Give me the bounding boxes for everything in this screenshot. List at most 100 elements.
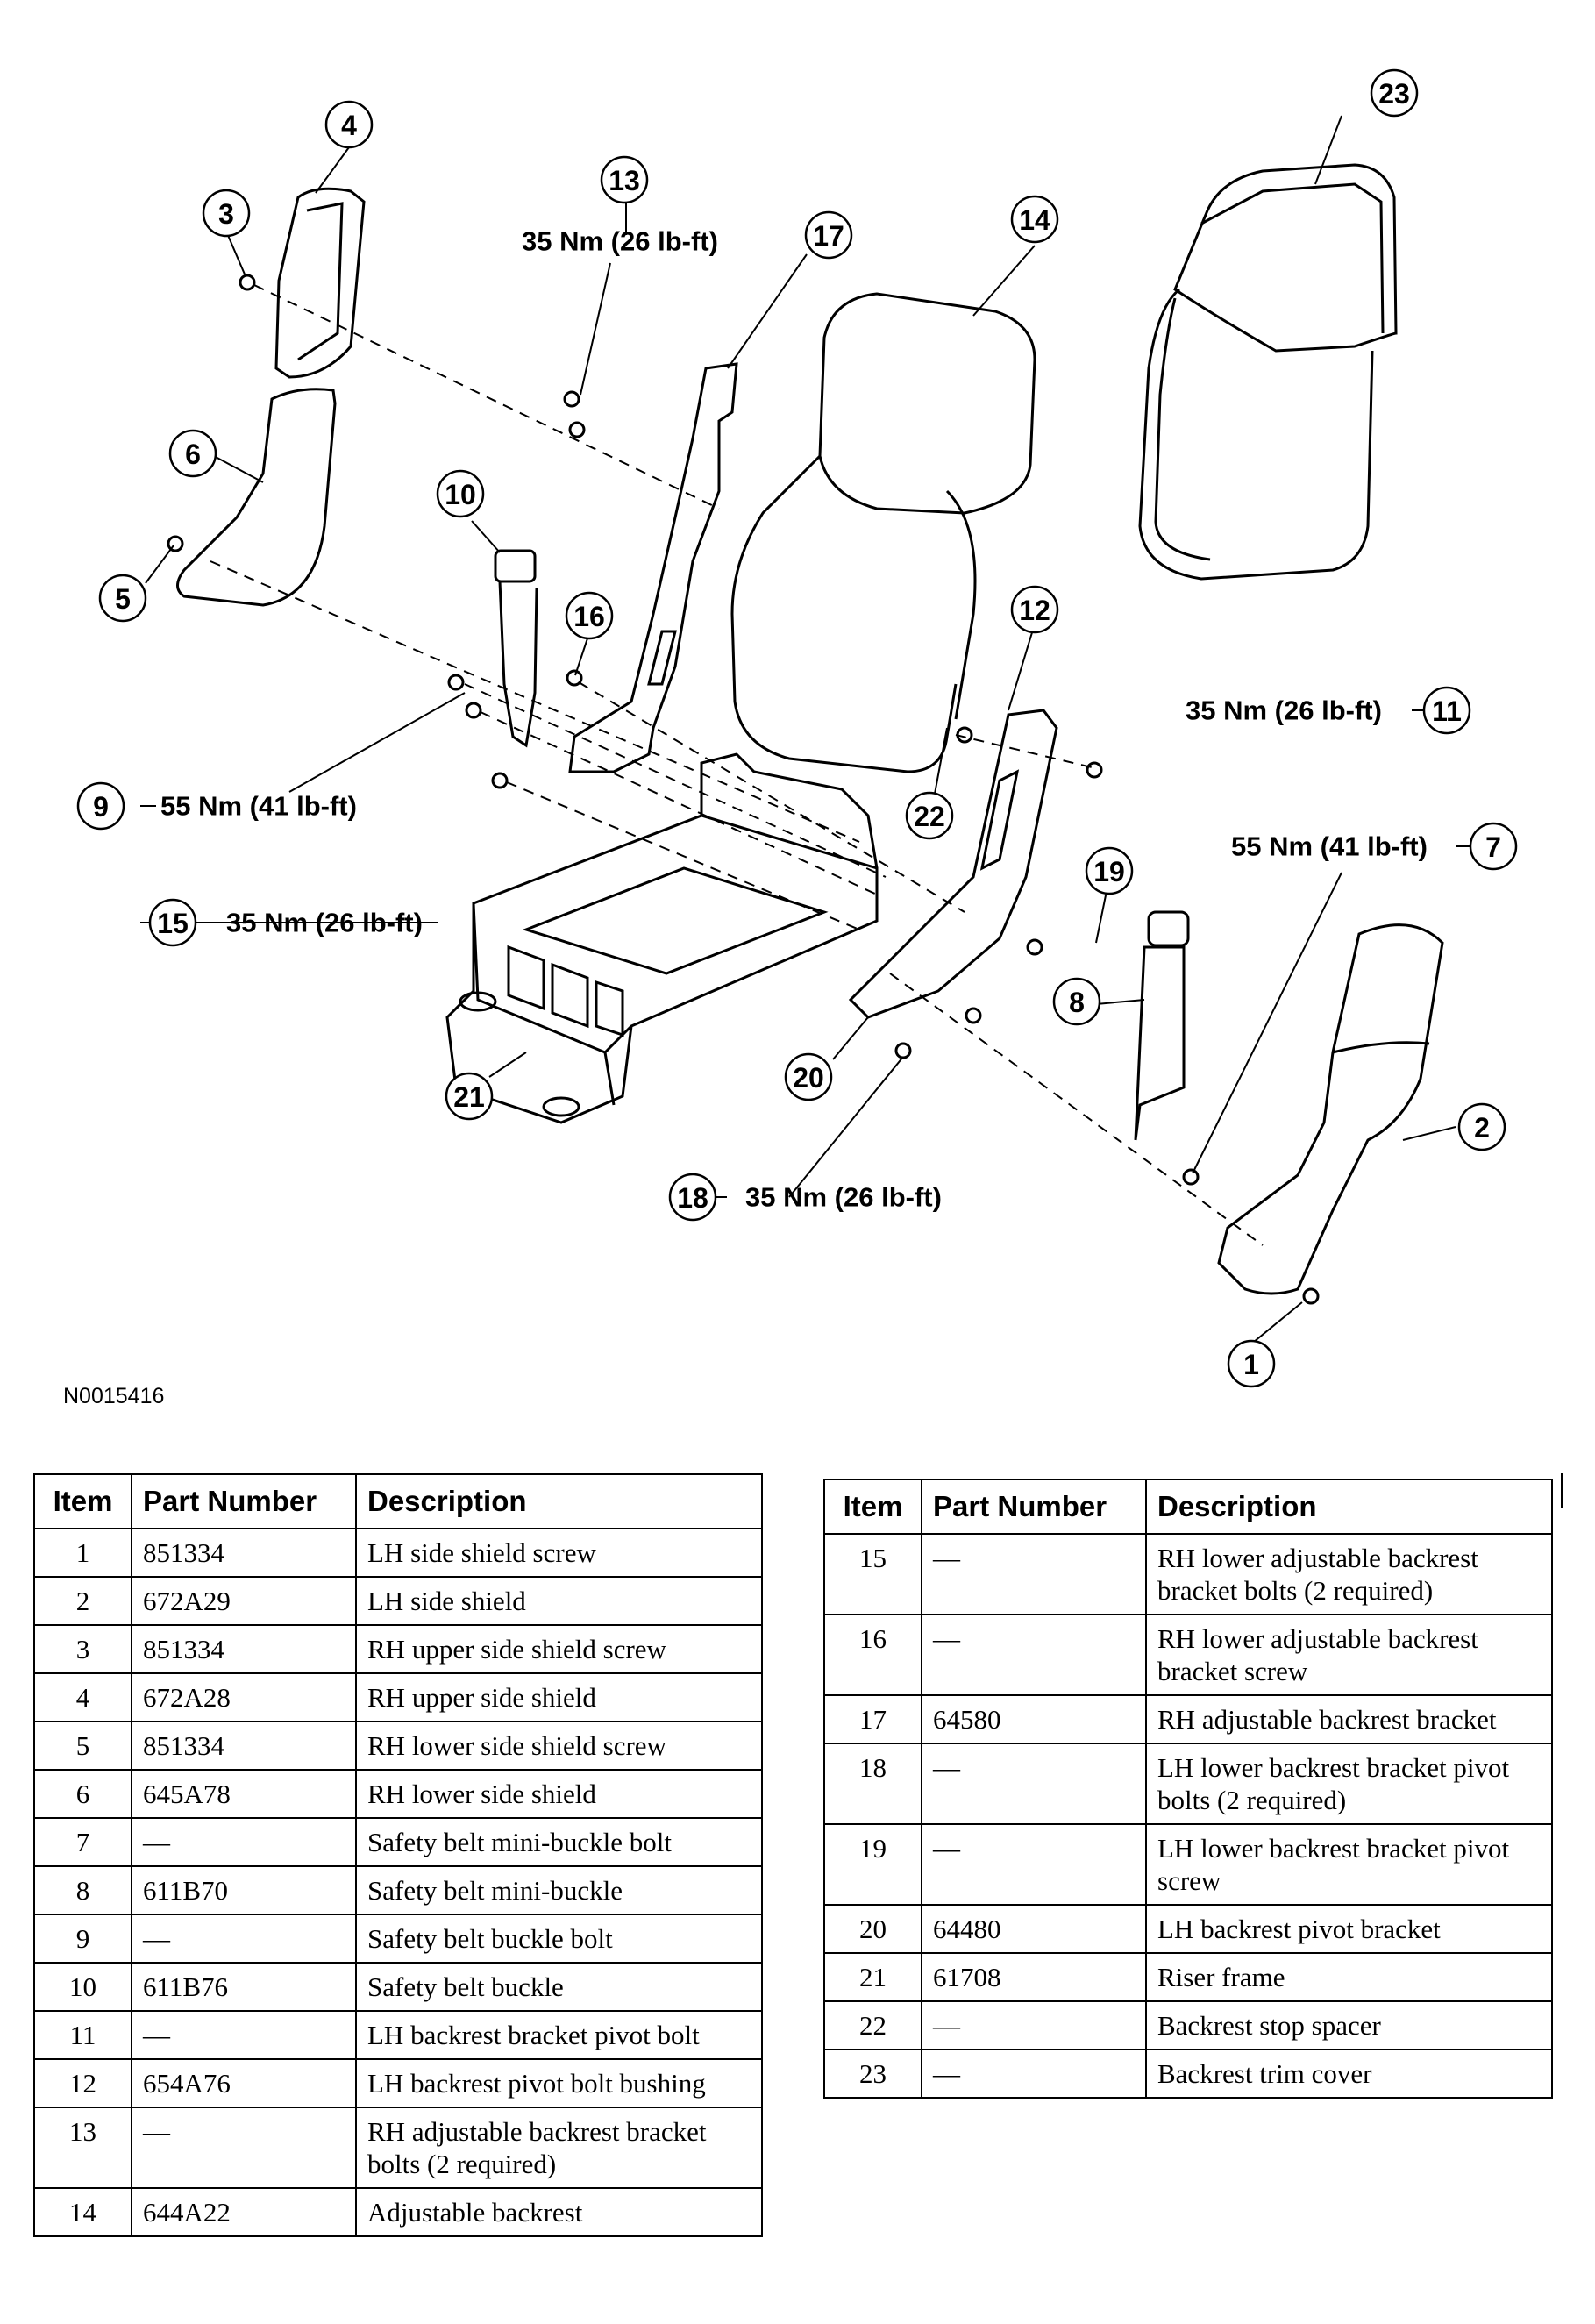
cell-part-number: 64480 (921, 1904, 1147, 1954)
cell-item: 8 (33, 1865, 132, 1915)
parts-table-right: Item Part Number Description 15—RH lower… (823, 1479, 1553, 2099)
rh-lower-side-shield-part (176, 388, 337, 607)
header-item: Item (823, 1479, 922, 1535)
torque-label-18: 35 Nm (26 lb-ft) (745, 1182, 942, 1213)
callout-12: 12 (1019, 595, 1050, 626)
cell-item: 10 (33, 1962, 132, 2012)
cell-part-number: 64580 (921, 1694, 1147, 1744)
header-description: Description (1145, 1479, 1553, 1535)
cell-description: RH upper side shield screw (355, 1624, 763, 1674)
callout-6: 6 (185, 438, 201, 470)
cell-item: 13 (33, 2107, 132, 2189)
cell-item: 5 (33, 1721, 132, 1771)
callout-15: 15 (157, 908, 189, 939)
cell-part-number: 672A28 (131, 1672, 357, 1722)
cell-part-number: 672A29 (131, 1576, 357, 1626)
callout-10: 10 (445, 479, 476, 510)
cell-part-number: 611B76 (131, 1962, 357, 2012)
callout-17: 17 (813, 220, 844, 252)
backrest-trim-cover-part (1138, 163, 1398, 581)
table-header-row: Item Part Number Description (33, 1473, 763, 1529)
cell-description: Safety belt buckle bolt (355, 1914, 763, 1964)
cell-part-number: — (921, 2000, 1147, 2050)
cell-part-number: 851334 (131, 1624, 357, 1674)
table-row: 13—RH adjustable backrest bracket bolts … (33, 2107, 763, 2189)
cell-description: LH backrest bracket pivot bolt (355, 2010, 763, 2060)
cell-description: LH side shield screw (355, 1528, 763, 1578)
callout-14: 14 (1019, 204, 1050, 236)
cell-item: 17 (823, 1694, 922, 1744)
callout-16: 16 (573, 601, 605, 632)
cell-part-number: — (921, 1823, 1147, 1906)
cell-part-number: — (131, 2010, 357, 2060)
cell-description: Safety belt buckle (355, 1962, 763, 2012)
cell-description: LH lower backrest bracket pivot bolts (2… (1145, 1743, 1553, 1825)
cell-description: Adjustable backrest (355, 2187, 763, 2237)
cell-description: LH side shield (355, 1576, 763, 1626)
lh-side-shield-part (1217, 923, 1444, 1295)
cell-item: 18 (823, 1743, 922, 1825)
cell-part-number: 644A22 (131, 2187, 357, 2237)
cell-item: 3 (33, 1624, 132, 1674)
callout-18: 18 (677, 1182, 708, 1214)
table-row: 7—Safety belt mini-buckle bolt (33, 1817, 763, 1867)
table-row: 18—LH lower backrest bracket pivot bolts… (823, 1743, 1553, 1825)
callout-7: 7 (1485, 831, 1501, 863)
callout-19: 19 (1093, 856, 1125, 888)
header-description: Description (355, 1473, 763, 1529)
cell-part-number: 611B70 (131, 1865, 357, 1915)
cell-description: Riser frame (1145, 1952, 1553, 2002)
callout-4: 4 (341, 110, 357, 141)
safety-belt-mini-buckle-part (1134, 910, 1190, 1141)
cell-part-number: — (131, 2107, 357, 2189)
cell-description: RH adjustable backrest bracket (1145, 1694, 1553, 1744)
cell-part-number: — (921, 2049, 1147, 2099)
cell-item: 9 (33, 1914, 132, 1964)
callout-8: 8 (1069, 987, 1085, 1018)
cell-item: 21 (823, 1952, 922, 2002)
cell-description: RH lower side shield (355, 1769, 763, 1819)
header-item: Item (33, 1473, 132, 1529)
fasteners (167, 274, 1320, 1305)
torque-label-9: 55 Nm (41 lb-ft) (160, 791, 357, 822)
table-row: 23—Backrest trim cover (823, 2049, 1553, 2099)
callout-23: 23 (1378, 78, 1410, 110)
adjustable-backrest-part (730, 292, 1036, 773)
cell-item: 11 (33, 2010, 132, 2060)
cell-item: 16 (823, 1614, 922, 1696)
cell-part-number: 851334 (131, 1721, 357, 1771)
lh-backrest-pivot-bracket-part (848, 709, 1058, 1019)
cell-description: LH backrest pivot bolt bushing (355, 2058, 763, 2108)
torque-label-13: 35 Nm (26 lb-ft) (522, 226, 718, 257)
riser-frame-part (445, 752, 879, 1124)
cell-description: Backrest trim cover (1145, 2049, 1553, 2099)
cell-item: 7 (33, 1817, 132, 1867)
rh-upper-side-shield-part (274, 187, 366, 379)
cell-item: 1 (33, 1528, 132, 1578)
callout-22: 22 (914, 801, 945, 832)
table-header-row: Item Part Number Description (823, 1479, 1553, 1535)
cell-item: 15 (823, 1533, 922, 1615)
callout-2: 2 (1474, 1112, 1490, 1144)
table-row: 9—Safety belt buckle bolt (33, 1914, 763, 1964)
cell-part-number: 851334 (131, 1528, 357, 1578)
cell-part-number: — (921, 1533, 1147, 1615)
safety-belt-buckle-part (494, 549, 538, 748)
cell-part-number: 645A78 (131, 1769, 357, 1819)
cell-item: 19 (823, 1823, 922, 1906)
torque-label-11: 35 Nm (26 lb-ft) (1186, 695, 1382, 726)
table-row: 22—Backrest stop spacer (823, 2000, 1553, 2050)
cell-item: 23 (823, 2049, 922, 2099)
callout-1: 1 (1243, 1349, 1259, 1380)
